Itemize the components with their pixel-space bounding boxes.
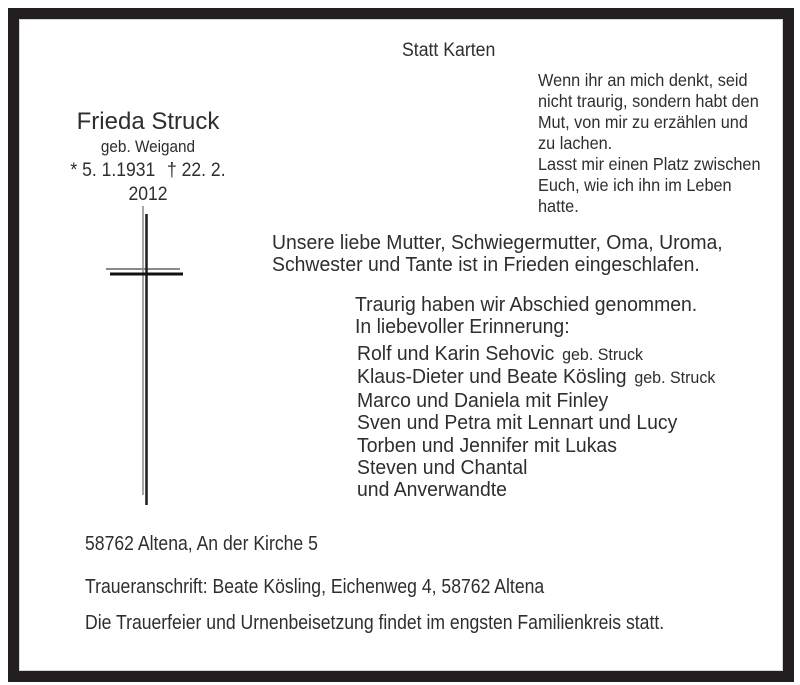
mourner-row: Rolf und Karin Sehovic geb. Struck — [357, 343, 764, 366]
deceased-dates: * 5. 1.1931† 22. 2. 2012 — [49, 158, 247, 206]
mourner-maiden-suffix: geb. Struck — [634, 369, 716, 388]
mourner-names: Klaus-Dieter und Beate Kösling — [357, 366, 627, 389]
deceased-maiden-name: geb. Weigand — [100, 137, 196, 156]
funeral-note: Die Trauerfeier und Urnenbeisetzung find… — [85, 612, 665, 634]
mourner-row: Marco und Daniela mit Finley — [357, 390, 764, 412]
mourner-names: Rolf und Karin Sehovic — [357, 343, 555, 365]
mourner-names: Sven und Petra mit Lennart und Lucy — [357, 412, 678, 435]
header-note: Statt Karten — [402, 40, 496, 61]
deceased-name: Frieda Struck — [76, 108, 220, 135]
mourner-row: Torben und Jennifer mit Lukas — [357, 435, 764, 457]
mourner-names: Steven und Chantal — [357, 457, 528, 480]
notice-border-frame — [8, 8, 794, 682]
mourner-names: Torben und Jennifer mit Lukas — [357, 434, 617, 457]
mourner-row: Klaus-Dieter und Beate Kösling geb. Struc… — [357, 366, 764, 389]
condolence-address: Traueranschrift: Beate Kösling, Eichenwe… — [85, 576, 545, 598]
memorial-verse: Wenn ihr an mich denkt, seid nicht traur… — [538, 70, 761, 216]
birth-date: * 5. 1.1931 — [70, 159, 156, 181]
mourner-row: Sven und Petra mit Lennart und Lucy — [357, 412, 764, 434]
home-address: 58762 Altena, An der Kirche 5 — [85, 533, 318, 555]
mourner-names: Marco und Daniela mit Finley — [357, 389, 609, 412]
mourners-list: Rolf und Karin Sehovic geb. Struck Klaus-… — [357, 343, 764, 502]
announcement-text: Unsere liebe Mutter, Schwiegermutter, Om… — [272, 232, 723, 276]
mourner-names: und Anverwandte — [357, 479, 507, 502]
farewell-text: Traurig haben wir Abschied genommen. In … — [355, 294, 698, 338]
mourner-maiden-suffix: geb. Struck — [562, 346, 644, 364]
mourner-row: Steven und Chantal — [357, 457, 764, 479]
death-date: † 22. 2. 2012 — [128, 159, 226, 205]
deceased-block: Frieda Struck geb. Weigand * 5. 1.1931† … — [38, 108, 258, 206]
mourner-row: und Anverwandte — [357, 479, 764, 501]
cross-icon — [98, 203, 190, 509]
